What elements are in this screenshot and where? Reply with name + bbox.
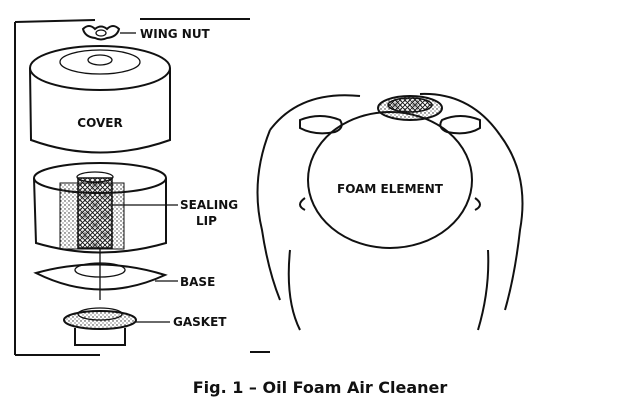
sealing-lip-label-line1: SEALING	[180, 198, 238, 212]
wing-nut-part	[81, 25, 136, 41]
foam-element-label: FOAM ELEMENT	[337, 182, 444, 196]
gasket-part	[63, 307, 170, 346]
wing-nut-label: WING NUT	[140, 27, 211, 41]
base-label: BASE	[180, 275, 215, 289]
hands-with-foam-element	[256, 92, 524, 331]
gasket-label: GASKET	[173, 315, 227, 329]
figure-caption: Fig. 1 – Oil Foam Air Cleaner	[193, 378, 448, 397]
sealing-lip-label-line2: LIP	[196, 214, 217, 228]
filter-element-part	[33, 162, 178, 254]
cover-part	[29, 45, 171, 154]
figure-frame	[14, 18, 270, 356]
cover-label: COVER	[77, 116, 122, 130]
base-part	[33, 248, 178, 300]
